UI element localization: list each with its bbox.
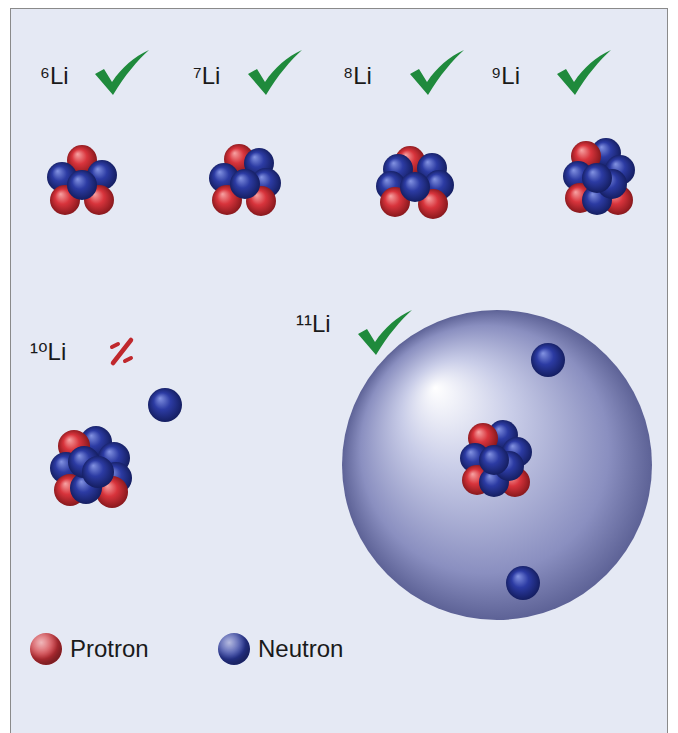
nucleus: [50, 426, 132, 508]
check-mark: [557, 50, 611, 95]
isotope-label: ⁸Li: [343, 62, 372, 91]
legend-swatch: [30, 633, 62, 665]
nucleus: [209, 144, 281, 216]
isotope-label: ⁹Li: [491, 62, 520, 91]
isotope-label: ¹¹Li: [296, 310, 331, 339]
isotope-label: ⁶Li: [40, 62, 69, 91]
nucleus: [47, 145, 117, 215]
legend-text: Neutron: [258, 635, 343, 663]
legend-item: Neutron: [218, 633, 343, 665]
nucleus: [376, 146, 454, 219]
nucleus: [460, 420, 532, 497]
neutron-halo: [342, 310, 652, 620]
check-mark: [248, 50, 302, 95]
nucleus: [563, 138, 635, 215]
halo-neutron: [506, 566, 540, 600]
halo-neutron: [531, 343, 565, 377]
check-mark: [410, 50, 464, 95]
isotope-label: ¹⁰Li: [30, 338, 66, 367]
panel-background: [11, 9, 668, 733]
check-mark: [95, 50, 149, 95]
legend-text: Protron: [70, 635, 149, 663]
free-neutron: [148, 388, 182, 422]
isotope-label: ⁷Li: [193, 62, 220, 91]
unbound-mark: [112, 340, 131, 363]
legend-swatch: [218, 633, 250, 665]
legend-item: Protron: [30, 633, 149, 665]
